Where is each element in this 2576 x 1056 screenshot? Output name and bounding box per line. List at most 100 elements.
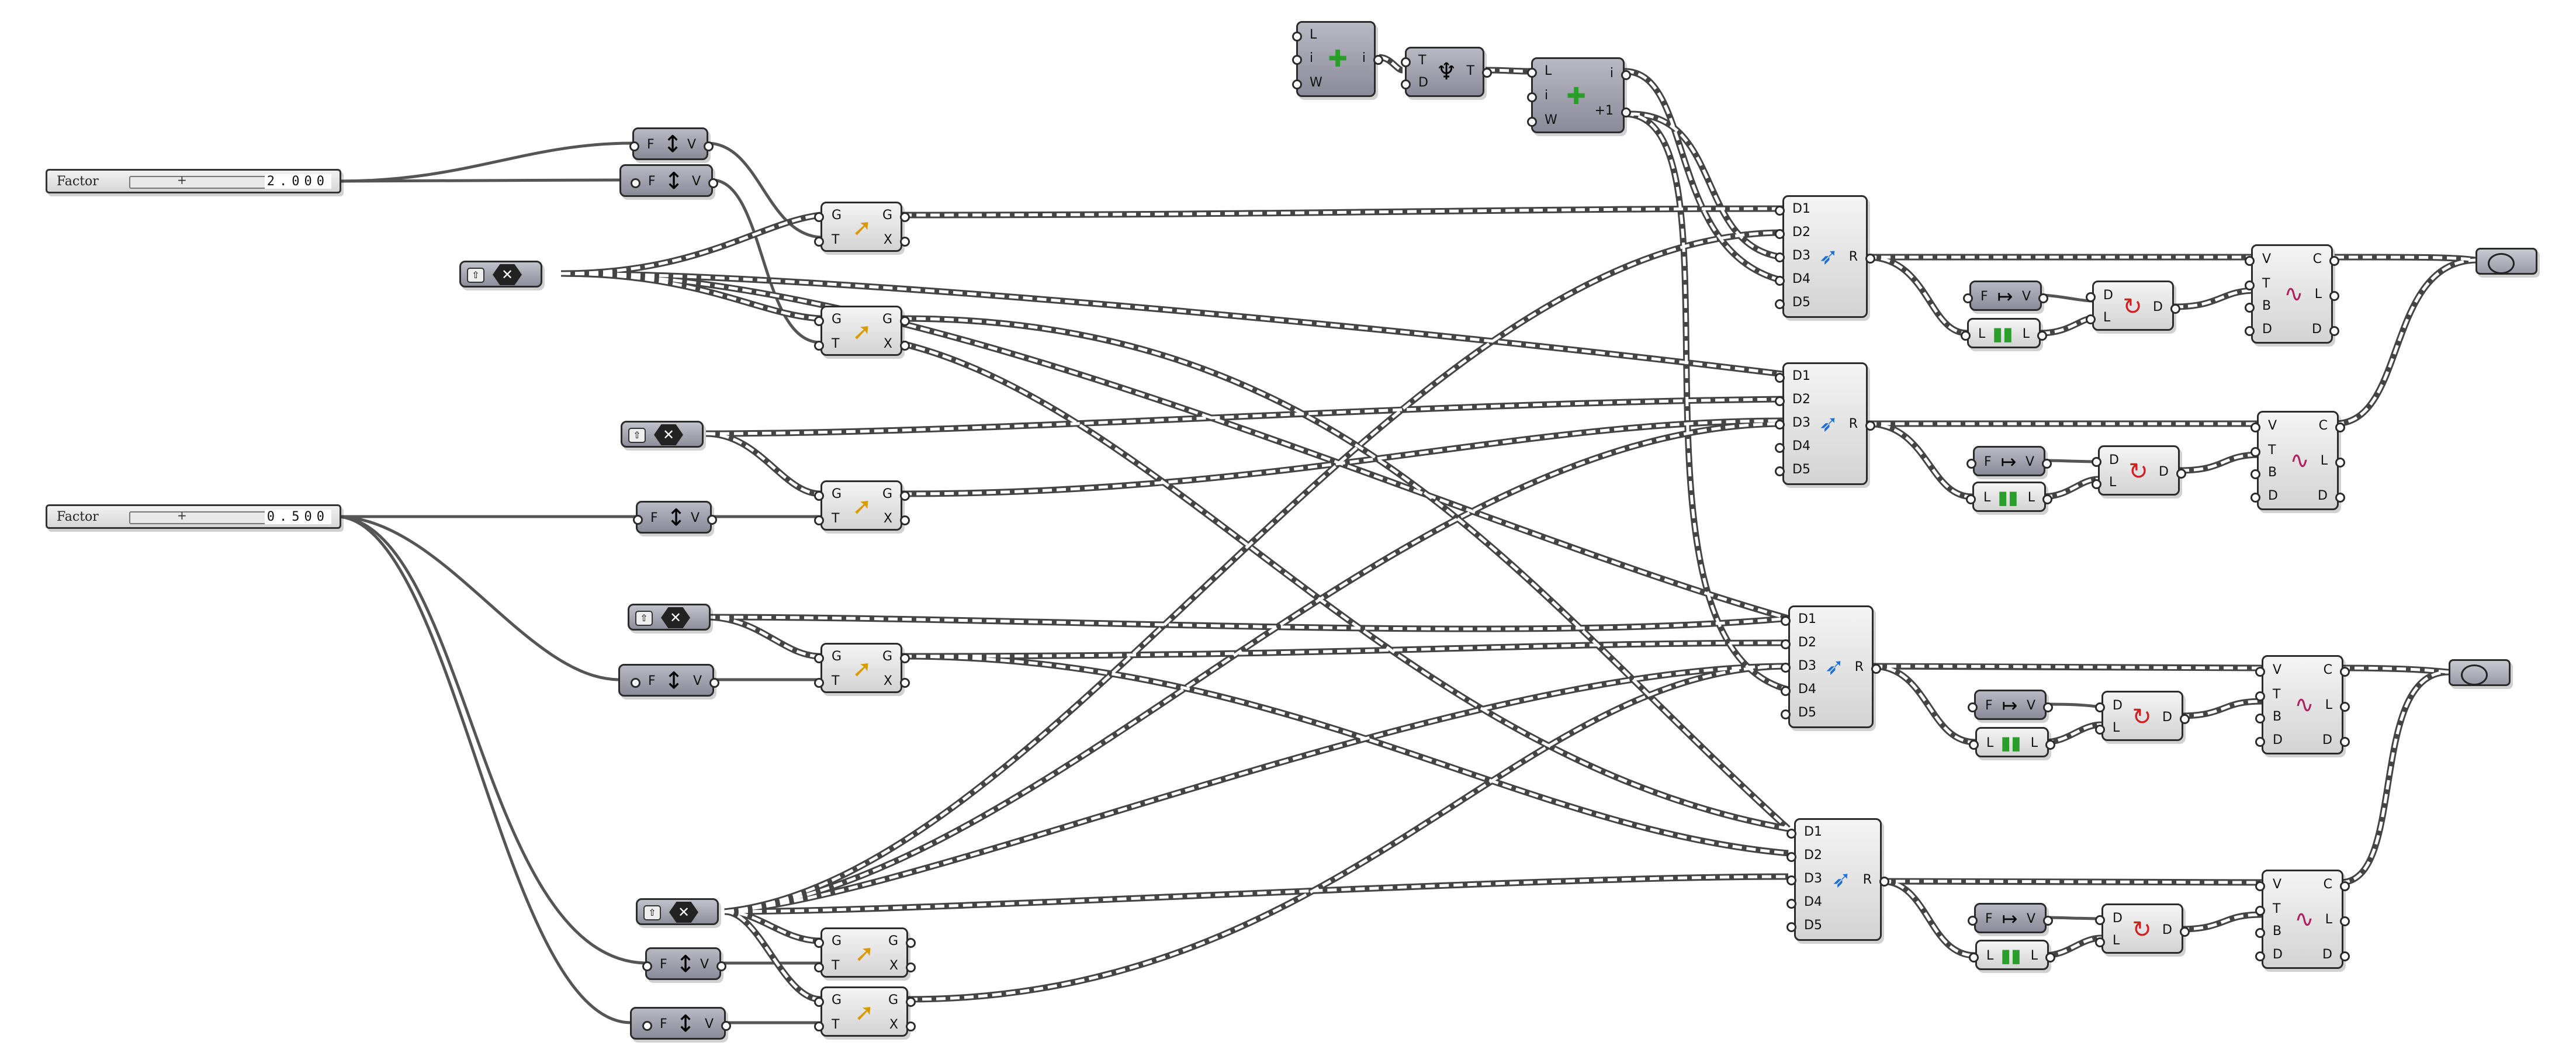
port-vector[interactable]: V	[2021, 289, 2049, 304]
port-curve[interactable]: C	[2323, 663, 2351, 677]
port-tangent[interactable]: T	[2254, 687, 2281, 702]
list-item-component[interactable]: L i W ✚ i	[1292, 21, 1384, 97]
port-transform[interactable]: X	[883, 337, 910, 351]
merge-component[interactable]: D1 D2 D3 D4 D5 ➶ R	[1775, 195, 1876, 318]
port-item[interactable]: i	[1362, 51, 1384, 65]
series-component[interactable]: D L ↻ D	[2085, 281, 2180, 331]
port-factor[interactable]: F	[1968, 912, 1993, 926]
port-transform[interactable]: X	[883, 511, 910, 526]
geometry-output-param[interactable]	[2475, 248, 2537, 275]
port-d4[interactable]: D4	[1775, 272, 1810, 286]
port-list[interactable]: L	[1292, 27, 1317, 42]
merge-component[interactable]: D1 D2 D3 D4 D5 ➶ R	[1781, 605, 1882, 728]
port-list[interactable]: L	[1960, 327, 1986, 341]
port-list[interactable]: L	[2091, 475, 2117, 490]
port-data[interactable]: D	[1401, 75, 1428, 90]
port-factor[interactable]: F	[1963, 289, 1988, 304]
port-vector[interactable]: V	[2026, 912, 2054, 926]
unit-x-component[interactable]: F ↦ V	[1966, 446, 2052, 476]
port-geometry-out[interactable]: G	[888, 993, 916, 1007]
port-list[interactable]: L	[1968, 948, 1994, 963]
interpolate-component[interactable]: V T B D ∿ C L D	[2254, 870, 2351, 969]
tree-branch-component[interactable]: T D ♆ T	[1400, 47, 1493, 97]
port-vector[interactable]: V	[687, 137, 714, 152]
port-d3[interactable]: D3	[1786, 871, 1822, 886]
port-length[interactable]: L	[2022, 327, 2048, 341]
move-component[interactable]: G T ➚ G X	[813, 986, 916, 1037]
port-index[interactable]: i	[1292, 51, 1314, 65]
unit-z-component[interactable]: F ↕ V	[633, 501, 718, 534]
port-d1[interactable]: D1	[1775, 202, 1810, 216]
port-curve[interactable]: C	[2323, 877, 2351, 892]
unit-z-component[interactable]: F ↕ V	[630, 1007, 732, 1040]
port-d1[interactable]: D1	[1775, 369, 1810, 383]
port-vector[interactable]: V	[700, 957, 727, 972]
port-vector[interactable]: V	[690, 511, 718, 525]
port-data[interactable]: D	[2092, 453, 2119, 468]
port-length-out[interactable]: L	[2320, 453, 2346, 468]
port-wrap[interactable]: W	[1292, 75, 1322, 90]
port-tangent[interactable]: T	[2243, 276, 2270, 291]
port-transform[interactable]: X	[889, 958, 916, 973]
port-factor[interactable]: F	[1966, 455, 1992, 469]
port-data[interactable]: D	[2086, 288, 2113, 303]
factor-slider-2[interactable]: Factor + 0.500	[46, 504, 341, 529]
port-degree[interactable]: D	[2255, 947, 2283, 962]
port-d3[interactable]: D3	[1775, 248, 1810, 263]
interpolate-component[interactable]: V T B D ∿ C L D	[2254, 655, 2351, 754]
port-d2[interactable]: D2	[1786, 848, 1822, 863]
boolean-toggle[interactable]: ⇧ ✕	[459, 261, 542, 288]
port-b[interactable]: B	[2244, 299, 2272, 313]
port-list[interactable]: L	[2094, 933, 2120, 948]
merge-component[interactable]: D1 D2 D3 D4 D5 ➶ R	[1786, 818, 1890, 941]
port-curve[interactable]: C	[2312, 252, 2340, 266]
port-translation[interactable]: T	[813, 233, 840, 247]
port-curve[interactable]: C	[2318, 418, 2346, 433]
port-geometry[interactable]: G	[813, 487, 842, 501]
port-geometry-out[interactable]: G	[882, 487, 910, 501]
port-tree[interactable]: T	[1400, 53, 1427, 68]
port-tangent[interactable]: T	[2254, 902, 2281, 916]
port-translation[interactable]: T	[813, 511, 840, 526]
series-component[interactable]: D L ↻ D	[2094, 691, 2190, 741]
port-index[interactable]: i	[1526, 88, 1549, 103]
port-factor[interactable]: F	[631, 674, 656, 688]
port-geometry-out[interactable]: G	[882, 312, 910, 327]
port-geometry[interactable]: G	[813, 649, 842, 664]
boolean-toggle-icon[interactable]: ⇧	[467, 268, 484, 283]
port-degree[interactable]: D	[2250, 489, 2278, 503]
boolean-toggle[interactable]: ⇧ ✕	[636, 898, 719, 925]
port-d4[interactable]: D4	[1781, 682, 1816, 697]
port-vector[interactable]: V	[704, 1017, 732, 1031]
port-geometry[interactable]: G	[813, 312, 842, 327]
port-data-out[interactable]: D	[2153, 300, 2180, 314]
port-length[interactable]: L	[2027, 490, 2053, 505]
port-d4[interactable]: D4	[1775, 439, 1810, 453]
move-component[interactable]: G T ➚ G X	[813, 927, 916, 978]
interpolate-component[interactable]: V T B D ∿ C L D	[2243, 244, 2340, 344]
port-length-out[interactable]: L	[2325, 698, 2350, 712]
port-degree[interactable]: D	[2255, 733, 2283, 747]
move-component[interactable]: G T ➚ G X	[813, 306, 910, 356]
slider-value[interactable]: 2.000	[264, 174, 331, 189]
port-length-out[interactable]: L	[2314, 287, 2340, 302]
interpolate-component[interactable]: V T B D ∿ C L D	[2249, 411, 2346, 510]
port-domain[interactable]: D	[2312, 322, 2339, 337]
port-d2[interactable]: D2	[1775, 392, 1810, 407]
list-length-component[interactable]: L ▮▮ L	[1960, 318, 2048, 348]
port-b[interactable]: B	[2255, 709, 2282, 724]
port-result[interactable]: R	[1862, 873, 1890, 887]
port-d3[interactable]: D3	[1781, 659, 1816, 673]
list-length-component[interactable]: L ▮▮ L	[1968, 940, 2056, 970]
port-list[interactable]: L	[2085, 310, 2111, 325]
port-d5[interactable]: D5	[1775, 462, 1810, 477]
port-translation[interactable]: T	[813, 958, 840, 973]
port-d5[interactable]: D5	[1775, 295, 1810, 310]
unit-x-component[interactable]: F ↦ V	[1968, 690, 2054, 720]
port-list[interactable]: L	[2094, 721, 2120, 735]
port-item-plus1[interactable]: +1	[1594, 103, 1632, 118]
port-item[interactable]: i	[1609, 66, 1632, 81]
port-transform[interactable]: X	[883, 674, 910, 688]
port-length[interactable]: L	[2030, 736, 2056, 750]
